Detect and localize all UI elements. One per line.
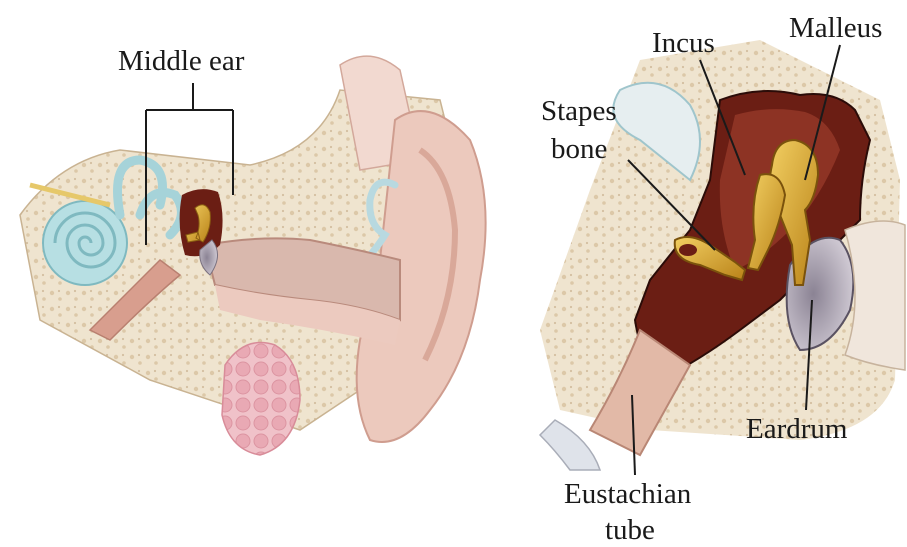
cochlea (43, 201, 127, 285)
label-eardrum: Eardrum (746, 413, 848, 445)
label-middle-ear: Middle ear (118, 45, 245, 77)
label-eustachian-line2: tube (605, 514, 655, 546)
label-eustachian-line1: Eustachian (564, 478, 692, 510)
label-stapes-line2: bone (551, 133, 607, 165)
parotid-gland (222, 343, 300, 456)
label-malleus: Malleus (789, 12, 882, 44)
label-stapes-line1: Stapes (541, 95, 617, 127)
outer-ear-cross-section (20, 56, 486, 455)
label-incus: Incus (652, 27, 715, 59)
